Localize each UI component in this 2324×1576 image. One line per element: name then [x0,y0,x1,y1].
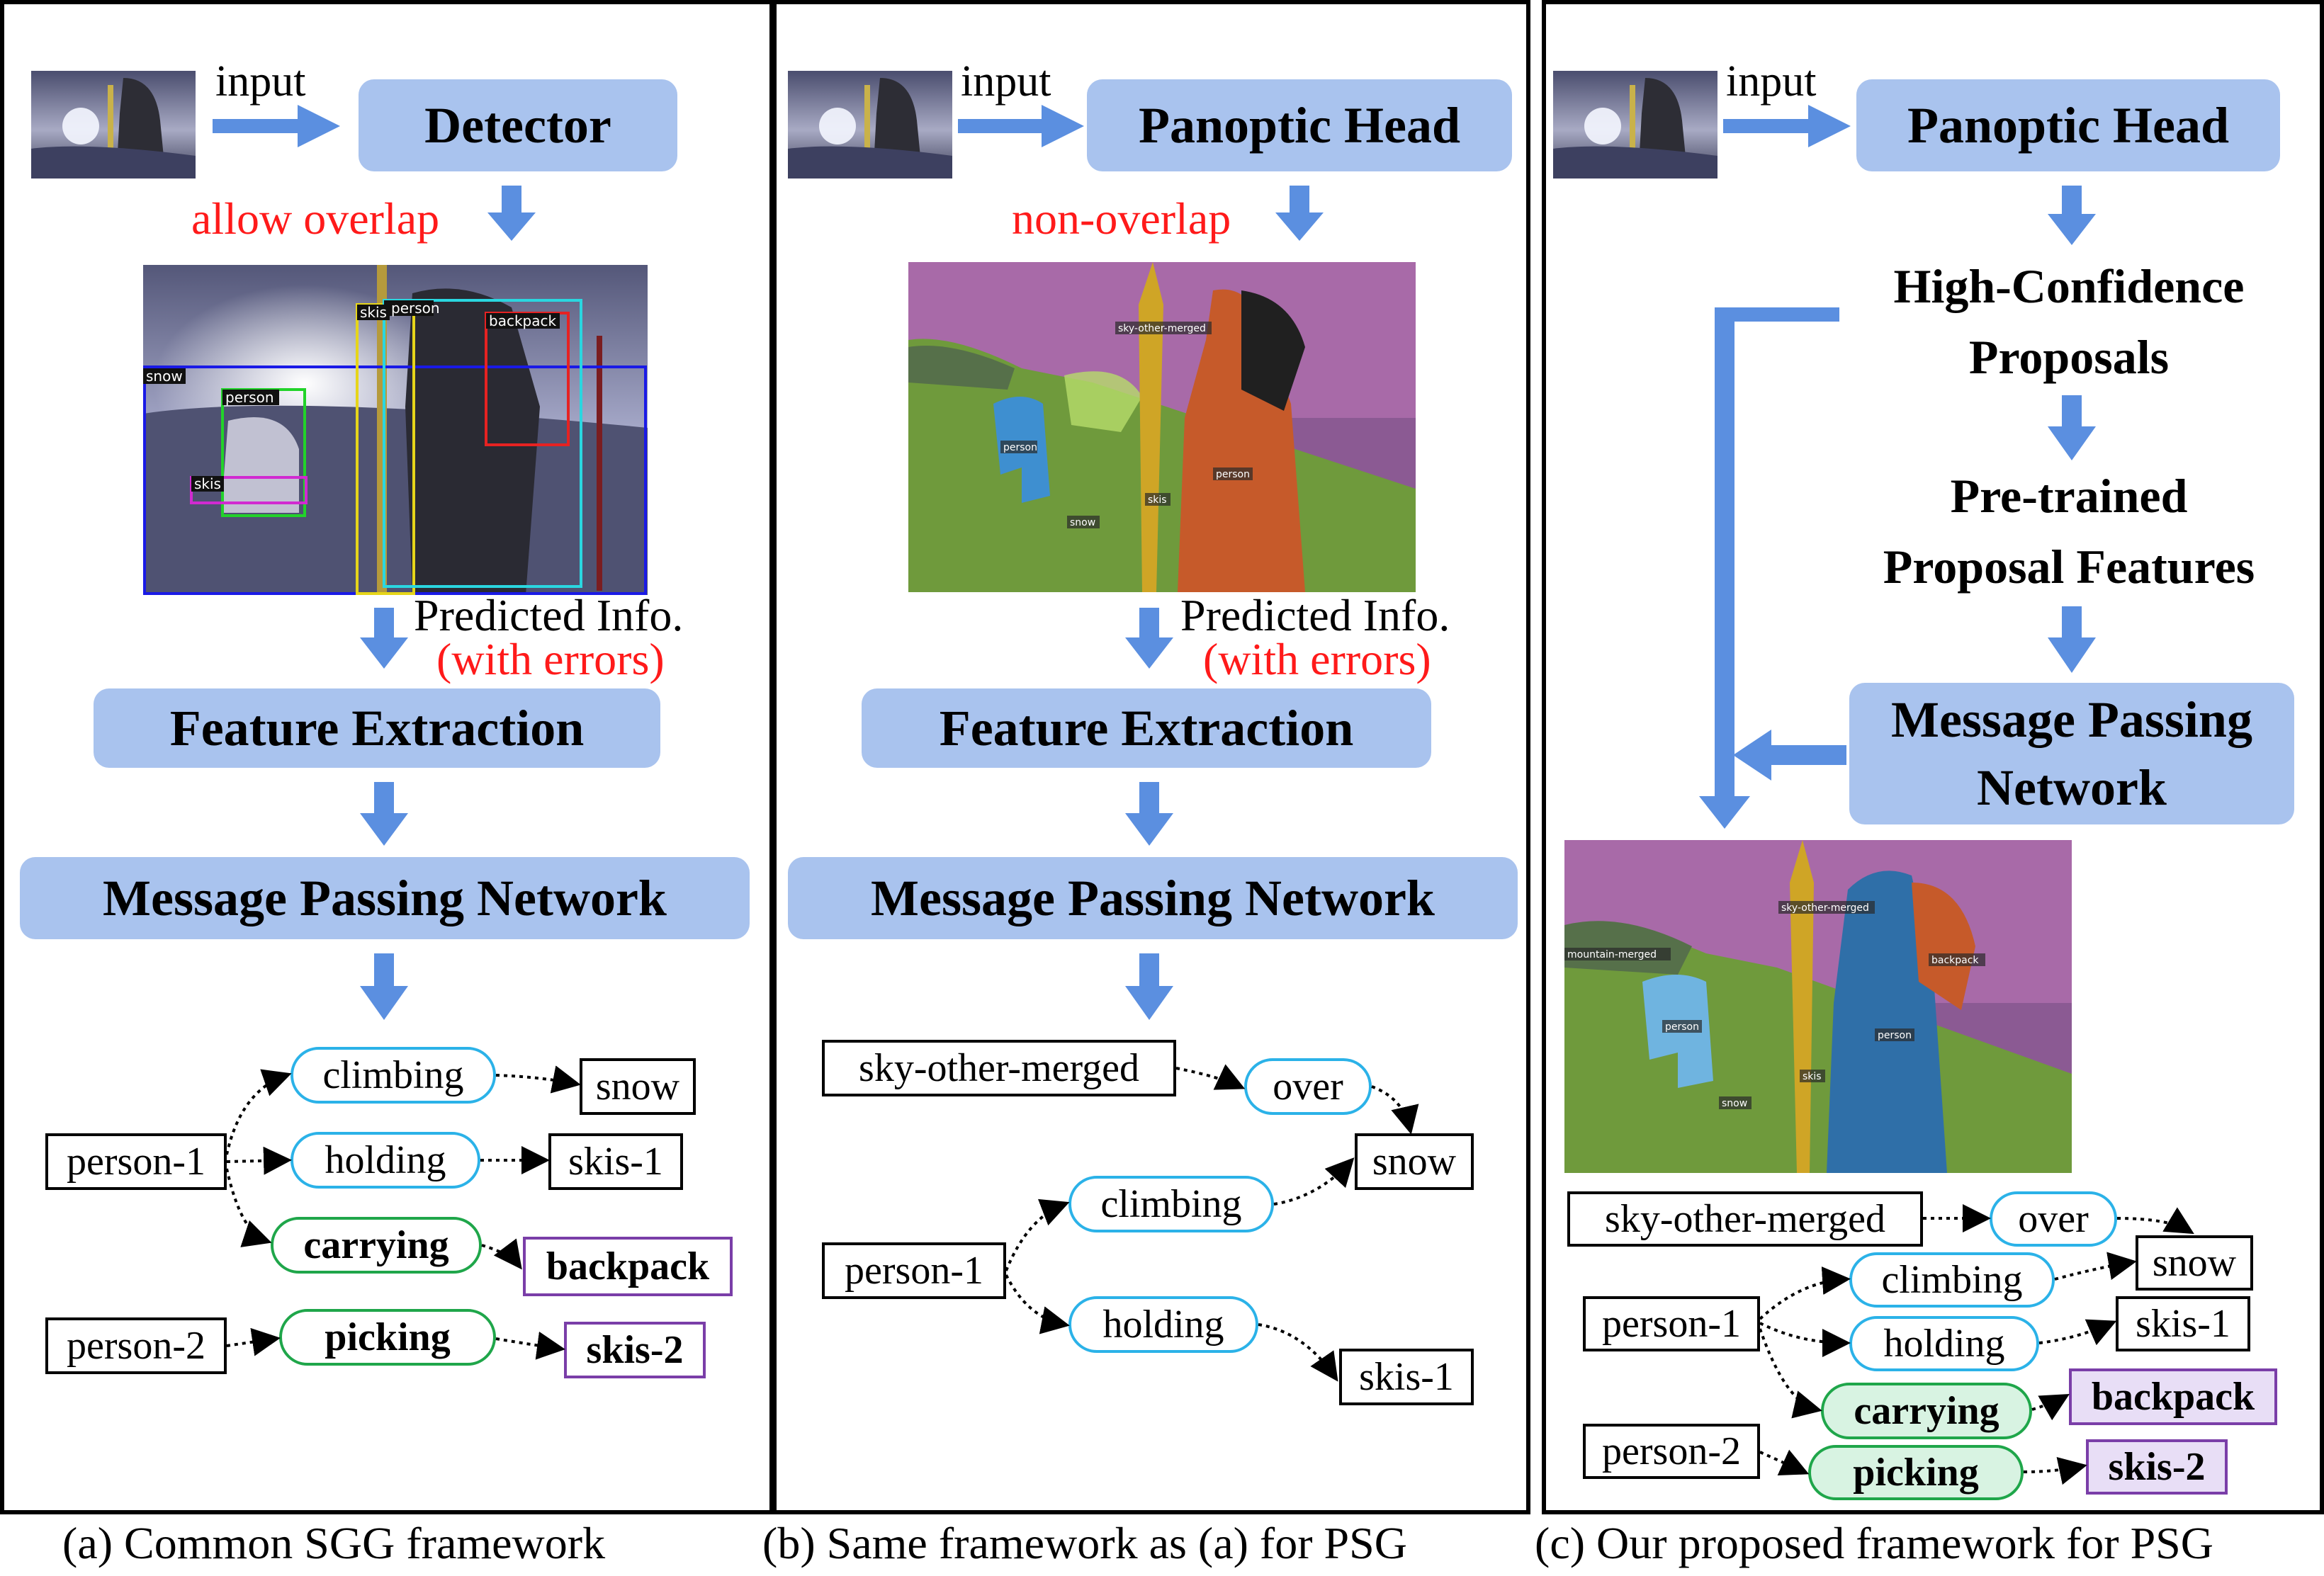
pred-picking-c: picking [1808,1445,2024,1500]
seg-label-snow-c: snow [1722,1098,1747,1109]
node-person-1-c: person-1 [1583,1296,1760,1351]
pred-over-b: over [1244,1058,1372,1115]
det-label-snow: snow [146,368,183,385]
det-label-person-1: person [391,300,440,317]
pred-holding-a: holding [290,1132,480,1189]
node-snow-b: snow [1355,1133,1474,1190]
seg-label-mountain-c: mountain-merged [1567,949,1657,960]
seg-label-skis-c: skis [1803,1071,1822,1082]
mpn-c-line2: Network [1977,759,2167,816]
detection-image: snow person skis person backpack skis [143,265,648,595]
high-confidence-line1: High-Confidence [1893,259,2245,313]
input-label-b: input [961,57,1051,106]
detector-box: Detector [359,79,677,171]
node-skis-1-c: skis-1 [2116,1296,2250,1351]
with-errors-label-a: (with errors) [436,634,665,684]
high-confidence-line2: Proposals [1968,330,2170,384]
pred-carrying-a: carrying [271,1217,482,1274]
input-label-a: input [215,57,306,106]
mpn-c-line1: Message Passing [1891,691,2252,748]
node-skis-2-c: skis-2 [2086,1439,2228,1495]
pred-carrying-c: carrying [1821,1383,2032,1439]
caption-a: (a) Common SGG framework [62,1518,606,1568]
det-label-backpack: backpack [489,312,556,329]
allow-overlap-label: allow overlap [191,193,440,244]
node-backpack-c: backpack [2069,1368,2277,1425]
seg-label-person-1-c: person [1878,1030,1912,1041]
with-errors-label-b: (with errors) [1203,634,1431,684]
node-person-2-a: person-2 [45,1317,227,1374]
node-person-2-c: person-2 [1583,1424,1760,1479]
seg-label-skis-b: skis [1148,494,1167,506]
non-overlap-label: non-overlap [1012,193,1231,244]
pretrained-line2: Proposal Features [1883,540,2255,594]
segmentation-image-c: sky-other-merged mountain-merged backpac… [1564,840,2072,1173]
message-passing-box-a: Message Passing Network [20,857,750,939]
pretrained-line1: Pre-trained [1950,469,2188,523]
pred-climbing-b: climbing [1068,1176,1274,1232]
det-label-person-2: person [225,389,274,406]
caption-c: (c) Our proposed framework for PSG [1535,1518,2213,1568]
seg-label-snow-b: snow [1070,517,1095,528]
det-label-skis-large: skis [360,304,387,321]
seg-label-backpack-c: backpack [1931,955,1979,966]
caption-b: (b) Same framework as (a) for PSG [762,1518,1407,1568]
node-snow-c: snow [2136,1235,2253,1291]
panoptic-head-box-b: Panoptic Head [1087,79,1512,171]
seg-label-person-2-c: person [1665,1021,1699,1033]
node-person-1-b: person-1 [822,1242,1006,1299]
pred-holding-b: holding [1068,1296,1258,1353]
node-snow-a: snow [580,1058,696,1115]
panoptic-head-box-c: Panoptic Head [1856,79,2280,171]
seg-label-sky-c: sky-other-merged [1781,902,1869,914]
pred-climbing-a: climbing [290,1047,496,1104]
seg-label-person-2-b: person [1003,442,1037,453]
seg-label-person-1-b: person [1216,469,1250,480]
det-label-skis-small: skis [194,475,221,492]
message-passing-box-c: Message Passing Network [1849,683,2294,824]
predicted-info-label-b: Predicted Info. [1180,590,1450,640]
node-sky-other-merged-b: sky-other-merged [822,1040,1176,1096]
pred-picking-a: picking [279,1309,496,1366]
dotted-edges [225,1064,2194,1485]
node-skis-1-b: skis-1 [1339,1349,1474,1405]
node-skis-1-a: skis-1 [548,1133,683,1190]
pred-holding-c: holding [1849,1316,2039,1371]
input-thumbnail-a [31,71,196,178]
input-thumbnail-b [788,71,952,178]
input-thumbnail-c [1553,71,1717,178]
node-skis-2-a: skis-2 [564,1322,706,1378]
predicted-info-label-a: Predicted Info. [414,590,684,640]
node-backpack-a: backpack [523,1237,733,1296]
block-arrows [213,105,2096,1020]
node-sky-other-merged-c: sky-other-merged [1567,1191,1923,1247]
input-label-c: input [1726,57,1817,106]
node-person-1-a: person-1 [45,1133,227,1190]
panel-a [0,0,777,1514]
pred-over-c: over [1990,1191,2117,1247]
feature-extraction-box-a: Feature Extraction [94,688,660,768]
seg-label-sky-b: sky-other-merged [1118,323,1206,334]
panel-b [769,0,1530,1514]
pred-climbing-c: climbing [1849,1252,2055,1308]
panel-c [1542,0,2324,1514]
feature-extraction-box-b: Feature Extraction [862,688,1431,768]
segmentation-image-b: sky-other-merged person person skis snow [908,262,1416,592]
message-passing-box-b: Message Passing Network [788,857,1518,939]
